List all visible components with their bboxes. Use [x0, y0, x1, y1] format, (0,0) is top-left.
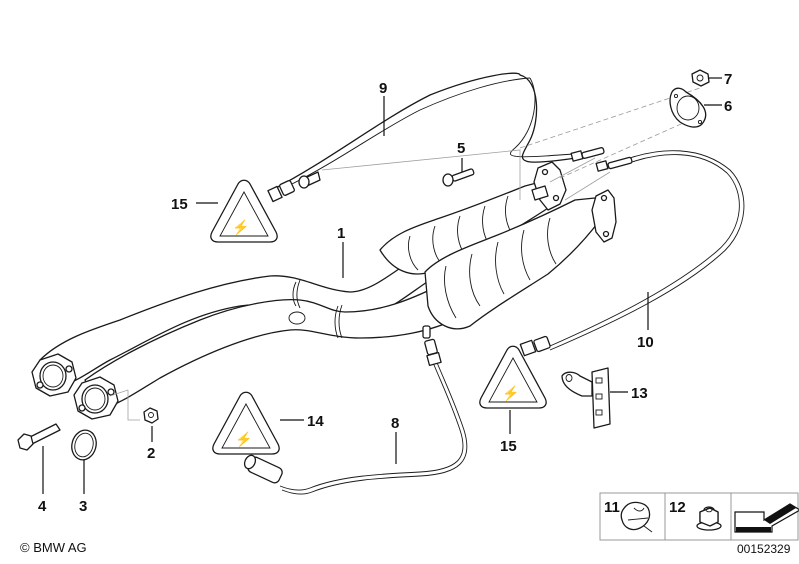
sensor-8-connector: [243, 454, 283, 484]
callout-14: 14: [307, 413, 324, 430]
warning-label-14[interactable]: ⚡: [212, 391, 280, 455]
legend-box: 11 12: [599, 492, 799, 541]
catalytic-converter-lower[interactable]: [424, 197, 601, 330]
warning-label-15-top[interactable]: ⚡: [210, 179, 278, 243]
sensor-8-probe: [424, 338, 442, 367]
bolt-5-body: [442, 168, 475, 187]
bolt-4[interactable]: [17, 423, 61, 451]
legend-cell-12[interactable]: 12: [669, 499, 722, 531]
copyright-text: © BMW AG: [20, 540, 87, 555]
nut-7[interactable]: [691, 69, 710, 87]
callout-12: 12: [669, 499, 686, 516]
flange-nut-icon: [696, 506, 722, 531]
callout-11: 11: [604, 499, 620, 516]
sensor-9-connector: [267, 180, 295, 203]
callout-8: 8: [391, 415, 399, 432]
bracket-13[interactable]: [561, 367, 611, 429]
nut-2[interactable]: [143, 407, 159, 424]
callout-15-top: 15: [171, 196, 188, 213]
clip-nut-icon: [620, 501, 653, 533]
outlet-flange-lower: [591, 189, 617, 243]
legend-cell-11[interactable]: 11: [604, 499, 653, 533]
direction-arrow-icon: [734, 503, 799, 533]
inlet-flange-left: [31, 353, 77, 397]
callout-1: 1: [337, 225, 345, 242]
gasket-6[interactable]: [669, 87, 707, 128]
catalog-number: 00152329: [737, 542, 791, 556]
plug-icon: ⚡: [502, 385, 519, 402]
sensor-9-probe: [570, 147, 605, 162]
callout-2: 2: [147, 445, 155, 462]
callout-7: 7: [724, 71, 732, 88]
callout-10: 10: [637, 334, 654, 351]
leader-lines: [42, 77, 722, 494]
oxygen-sensor-9[interactable]: [267, 72, 605, 203]
sensor-boss: [422, 325, 431, 339]
outlet-flange-upper: [531, 161, 567, 211]
inlet-flange-right: [73, 376, 119, 420]
plug-icon: ⚡: [235, 431, 252, 448]
plug-icon: ⚡: [232, 219, 249, 236]
callout-15-bottom: 15: [500, 438, 517, 455]
front-pipe[interactable]: [31, 254, 459, 421]
sensor-10-connector: [519, 335, 551, 357]
callout-5: 5: [457, 140, 465, 157]
sensor-10-probe: [595, 156, 633, 172]
callout-6: 6: [724, 98, 732, 115]
callout-3: 3: [79, 498, 87, 515]
gasket-ring-3[interactable]: [69, 427, 100, 462]
callout-4: 4: [38, 498, 47, 515]
callout-13: 13: [631, 385, 648, 402]
oxygen-sensor-10[interactable]: [519, 150, 745, 357]
oxygen-sensor-8[interactable]: [243, 338, 468, 495]
warning-label-15-bottom[interactable]: ⚡: [479, 345, 547, 409]
callout-9: 9: [379, 80, 387, 97]
bolt-5[interactable]: [298, 171, 321, 189]
